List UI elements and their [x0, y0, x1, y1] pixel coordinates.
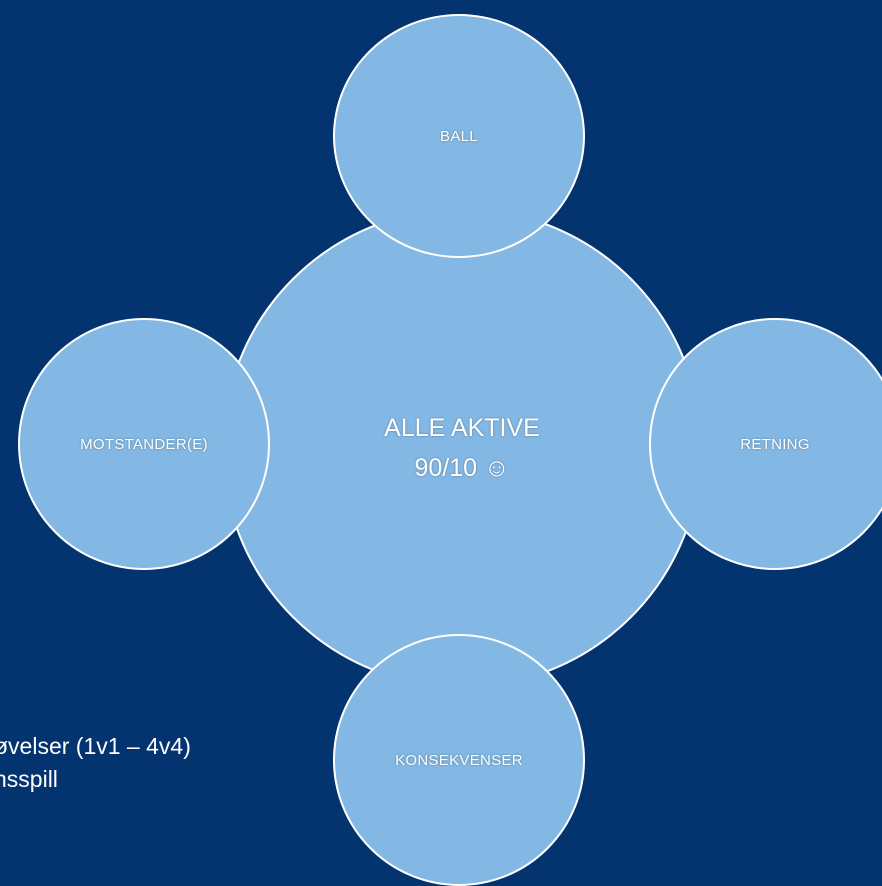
center-label-line1: ALLE AKTIVE — [384, 414, 540, 442]
satellite-circle-motstander: MOTSTANDER(E) — [18, 318, 270, 570]
bullet-list: øvelser (1v1 – 4v4) nsspill — [0, 730, 191, 796]
satellite-circle-retning: RETNING — [649, 318, 882, 570]
center-label: ALLE AKTIVE 90/10 ☺ — [384, 408, 540, 488]
satellite-circle-konsekvenser: KONSEKVENSER — [333, 634, 585, 886]
bullet-item-1: øvelser (1v1 – 4v4) — [0, 733, 191, 759]
smiley-icon: ☺ — [483, 454, 510, 482]
satellite-label-retning: RETNING — [740, 435, 810, 453]
bullet-item-2: nsspill — [0, 766, 58, 792]
center-ratio: 90/10 — [414, 454, 478, 482]
satellite-label-ball: BALL — [440, 127, 478, 145]
satellite-label-konsekvenser: KONSEKVENSER — [395, 751, 523, 769]
center-circle: ALLE AKTIVE 90/10 ☺ — [222, 208, 702, 688]
satellite-circle-ball: BALL — [333, 14, 585, 258]
center-label-line2: 90/10 ☺ — [384, 448, 540, 488]
satellite-label-motstander: MOTSTANDER(E) — [80, 435, 208, 453]
